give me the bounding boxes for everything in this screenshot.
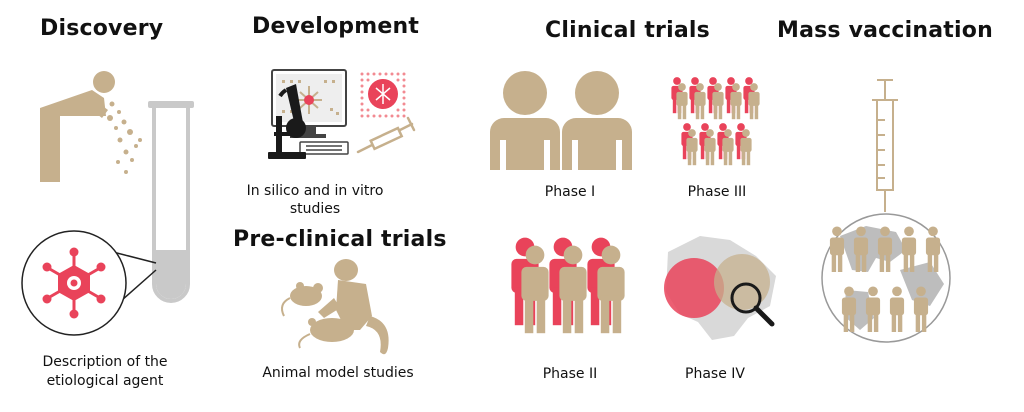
- caption-phase-4: Phase IV: [685, 366, 745, 382]
- particle-dots-icon: [107, 101, 142, 174]
- caption-discovery-line1: Description of the: [42, 354, 168, 370]
- heading-development: Development: [252, 14, 420, 39]
- heading-discovery: Discovery: [40, 16, 164, 41]
- caption-phase-1: Phase I: [544, 184, 596, 200]
- petri-dish-icon: [358, 70, 406, 118]
- caption-discovery-line2: etiological agent: [46, 373, 164, 389]
- keyboard-icon: [299, 141, 349, 155]
- caption-phase-2: Phase II: [542, 366, 598, 382]
- scientist-icon: [40, 71, 115, 182]
- computer-monitor-icon: [271, 69, 347, 138]
- heading-preclinical: Pre-clinical trials: [233, 227, 447, 252]
- syringe-large-icon: [872, 79, 898, 212]
- phase3-crowd-icon: [671, 77, 760, 166]
- heading-mass-vaccination: Mass vaccination: [777, 18, 993, 43]
- microscope-icon: [268, 84, 306, 159]
- caption-development-line1: In silico and in vitro: [246, 183, 384, 199]
- virus-icon: [42, 247, 106, 319]
- syringe-small-icon: [356, 116, 416, 154]
- heading-clinical-trials: Clinical trials: [545, 18, 710, 43]
- phase1-people-icon: [490, 71, 632, 170]
- phase4-map-icon: [664, 236, 776, 340]
- phase2-people-icon: [511, 237, 625, 334]
- caption-development-line2: studies: [289, 201, 341, 217]
- mouse-icon: [281, 282, 356, 349]
- test-tube-icon: [148, 101, 194, 303]
- caption-animal-model: Animal model studies: [262, 365, 414, 381]
- caption-phase-3: Phase III: [687, 184, 747, 200]
